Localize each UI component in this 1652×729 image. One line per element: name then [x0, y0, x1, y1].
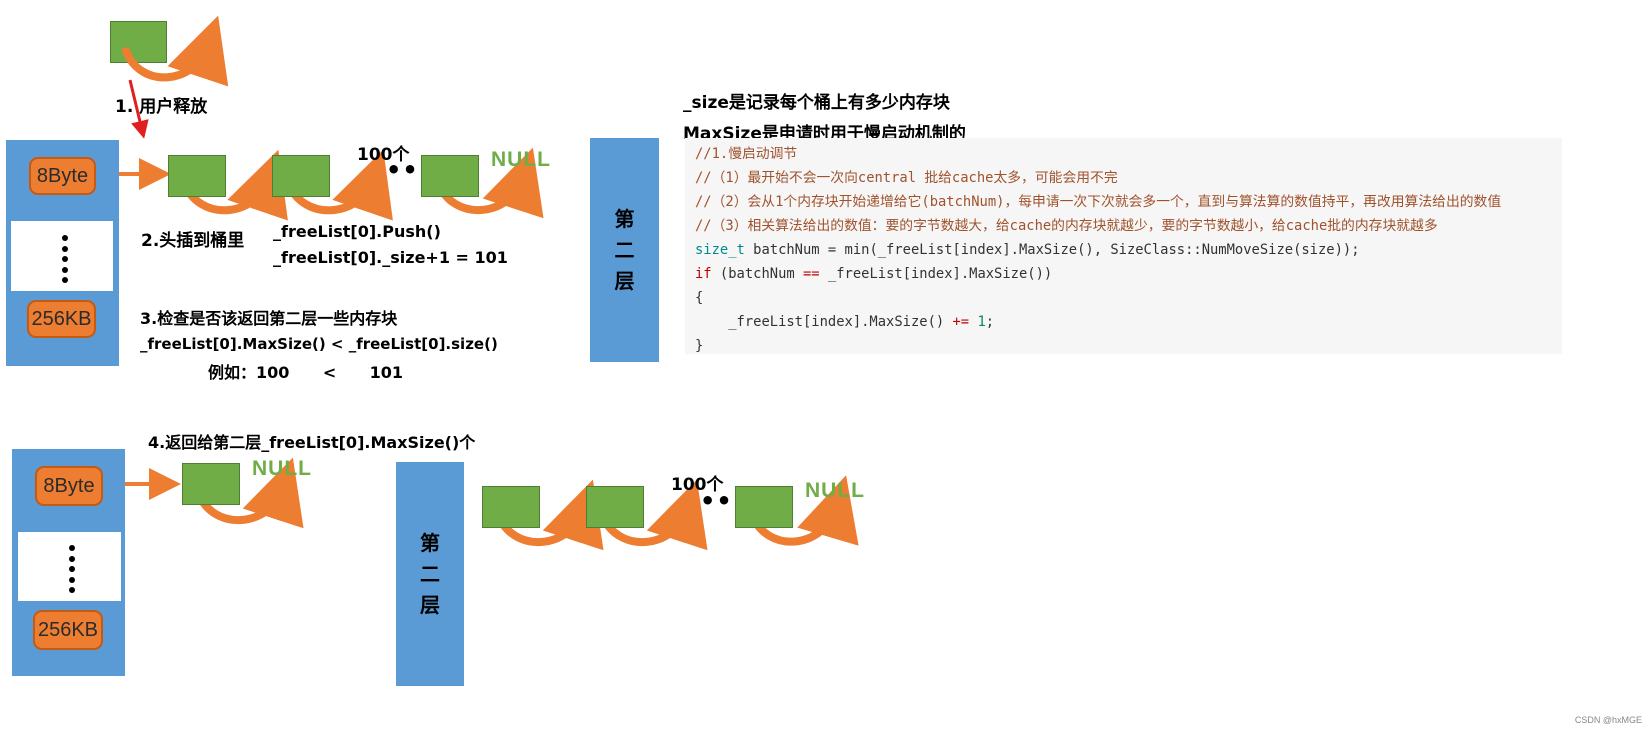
null-terminator: NULL — [252, 457, 312, 480]
size-increment-label: _freeList[0]._size+1 = 101 — [273, 248, 508, 267]
size-tag-8byte-top: 8Byte — [29, 157, 96, 195]
memory-block — [421, 155, 479, 197]
size-tag-256kb-top: 256KB — [27, 300, 96, 338]
maxsize-check-label: _freeList[0].MaxSize() < _freeList[0].si… — [140, 335, 498, 353]
null-terminator: NULL — [491, 148, 551, 171]
step3-label: 3.检查是否该返回第二层一些内存块 — [140, 309, 398, 328]
block-count-label: 100个 — [671, 475, 724, 495]
ellipsis-icon-top — [62, 235, 68, 283]
layer-two-bar-bottom: 第 二 层 — [396, 462, 464, 686]
size-note: _size是记录每个桶上有多少内存块 — [683, 93, 950, 113]
size-tag-8byte-bottom: 8Byte — [35, 466, 103, 506]
code-line-8: _freeList[index].MaxSize() += 1; — [695, 314, 995, 330]
memory-block — [168, 155, 226, 197]
memory-block — [182, 463, 240, 505]
memory-block — [586, 486, 644, 528]
code-line-3: //（2）会从1个内存块开始递增给它(batchNum)，每申请一次下次就会多一… — [695, 194, 1502, 210]
code-snippet: //1.慢启动调节 //（1）最开始不会一次向central 批给cache太多… — [685, 138, 1562, 354]
code-line-6: if (batchNum == _freeList[index].MaxSize… — [695, 266, 1053, 282]
push-call-label: _freeList[0].Push() — [273, 222, 441, 241]
code-line-4: //（3）相关算法给出的数值：要的字节数越大，给cache的内存块就越少，要的字… — [695, 218, 1438, 234]
layer-two-bar-top: 第 二 层 — [590, 138, 659, 362]
block-count-label: 100个 — [357, 145, 410, 165]
memory-block — [272, 155, 330, 197]
memory-block — [735, 486, 793, 528]
code-line-2: //（1）最开始不会一次向central 批给cache太多，可能会用不完 — [695, 170, 1118, 186]
code-line-1: //1.慢启动调节 — [695, 146, 798, 162]
size-tag-256kb-bottom: 256KB — [33, 610, 103, 650]
example-label: 例如：100 < 101 — [208, 363, 404, 382]
watermark: CSDN @hxMGE — [1574, 715, 1642, 725]
step2-label: 2.头插到桶里 — [141, 231, 245, 251]
code-line-9: } — [695, 338, 704, 354]
code-line-5: size_t batchNum = min(_freeList[index].M… — [695, 242, 1360, 258]
step1-label: 1. 用户释放 — [115, 97, 208, 117]
memory-block — [482, 486, 540, 528]
code-line-7: { — [695, 290, 704, 306]
step4-label: 4.返回给第二层_freeList[0].MaxSize()个 — [148, 433, 476, 452]
released-memory-block — [110, 21, 167, 63]
null-terminator: NULL — [805, 479, 865, 502]
ellipsis-icon-bottom — [69, 545, 75, 593]
